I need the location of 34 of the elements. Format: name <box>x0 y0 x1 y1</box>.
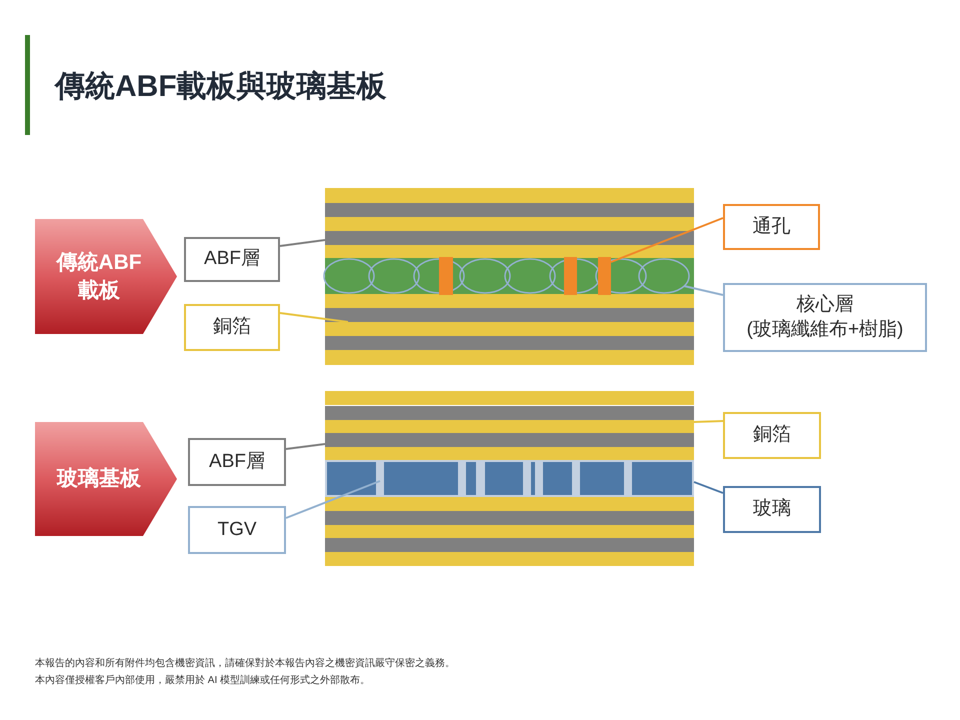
label-text: ABF層 <box>209 450 265 474</box>
label-box <box>723 486 821 533</box>
label-text: 核心層 <box>796 292 854 317</box>
label-box <box>188 438 286 486</box>
disclaimer-note: 本內容僅授權客戶內部使用，嚴禁用於 AI 模型訓練或任何形式之外部散布。 <box>35 674 370 687</box>
category-arrow-shape <box>35 219 177 334</box>
label-box <box>723 283 927 352</box>
label-text: 銅箔 <box>753 423 791 448</box>
label-box <box>723 412 821 459</box>
label-text: (玻璃纖維布+樹脂) <box>746 318 904 342</box>
leader-line <box>684 285 724 296</box>
category-arrow-shape <box>35 422 177 536</box>
label-box <box>184 304 280 351</box>
leader-line <box>694 481 724 494</box>
label-box <box>184 237 280 282</box>
abf-substrate-drawing <box>323 188 694 365</box>
glass-substrate-drawing <box>325 391 694 566</box>
title: 傳統ABF載板與玻璃基板 <box>55 69 387 105</box>
leader-line <box>610 217 724 263</box>
leader-line <box>694 420 724 423</box>
label-text: 通孔 <box>752 214 790 239</box>
disclaimer-note: 本報告的內容和所有附件均包含機密資訊，請確保對於本報告內容之機密資訊嚴守保密之義務。 <box>35 656 455 670</box>
label-text: ABF層 <box>204 247 260 272</box>
leader-line <box>280 239 326 247</box>
leader-line <box>286 480 380 519</box>
label-text: TGV <box>217 518 257 542</box>
label-text: 銅箔 <box>213 315 251 340</box>
label-box <box>723 204 820 250</box>
category-label: 傳統ABF載板 <box>54 250 143 304</box>
leader-line <box>286 443 326 450</box>
label-text: 玻璃 <box>753 497 791 522</box>
label-box <box>188 506 286 554</box>
category-label: 玻璃基板 <box>57 466 141 492</box>
leader-line <box>280 312 348 323</box>
